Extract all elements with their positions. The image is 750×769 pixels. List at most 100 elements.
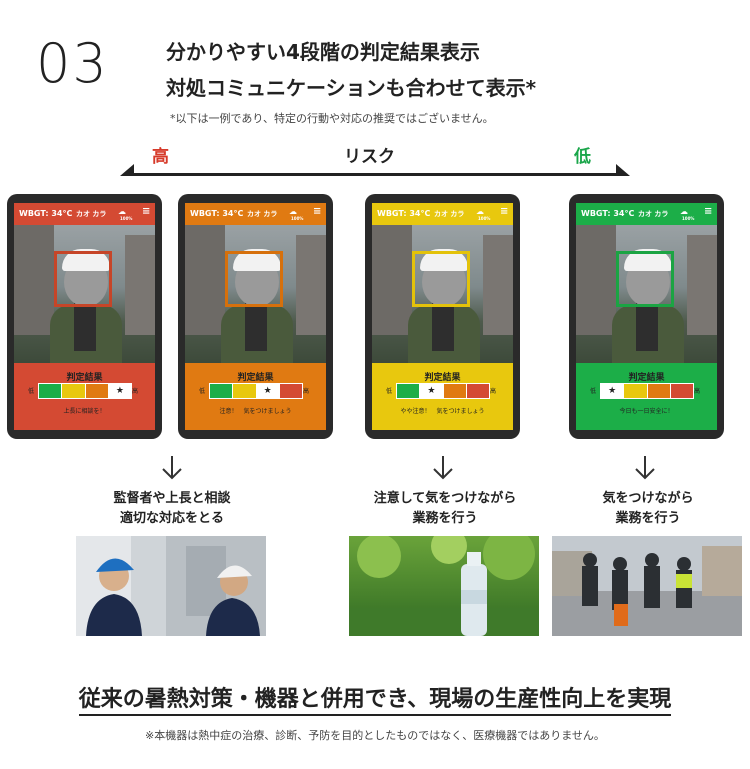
heading-line2: 対処コミュニケーションも合わせて表示* — [166, 76, 537, 100]
camera-view — [185, 225, 326, 365]
example-note: *以下は一例であり、特定の行動や対応の推奨ではございません。 — [170, 112, 494, 125]
meter-segment — [279, 384, 302, 398]
face-detection-box — [412, 251, 470, 307]
arrow-down-icon — [162, 456, 182, 480]
photo-field-workers — [552, 536, 742, 636]
result-message: 今日も一日安全に！ — [619, 408, 674, 415]
meter-segment: ★ — [108, 384, 131, 398]
menu-icon[interactable]: ≡ — [313, 206, 322, 217]
action-caption-medium: 注意して気をつけながら業務を行う — [373, 491, 517, 526]
result-title: 判定結果 — [424, 373, 461, 383]
app-logo: カオ カラ — [76, 210, 107, 218]
meter-high-label: 高 — [132, 388, 139, 395]
camera-view — [14, 225, 155, 365]
risk-meter: ★ — [209, 383, 303, 399]
meter-marker-icon: ★ — [420, 384, 443, 398]
result-title: 判定結果 — [66, 373, 103, 383]
battery-level: 100% — [478, 216, 491, 221]
result-title: 判定結果 — [628, 373, 665, 383]
meter-segment: ★ — [420, 384, 444, 398]
wbgt-readout: WBGT: 34°C — [19, 209, 73, 218]
meter-marker-icon: ★ — [108, 384, 131, 398]
meter-segment — [466, 384, 489, 398]
wbgt-readout: WBGT: 34°C — [581, 209, 635, 218]
face-detection-box — [54, 251, 112, 307]
medical-disclaimer: ※本機器は熱中症の治療、診断、予防を目的としたものではなく、医療機器ではありませ… — [145, 729, 605, 742]
meter-segment — [443, 384, 467, 398]
risk-meter: ★ — [396, 383, 490, 399]
risk-low-label: 低 — [574, 147, 591, 167]
meter-segment — [397, 384, 421, 398]
camera-view — [372, 225, 513, 365]
risk-meter: ★ — [38, 383, 132, 399]
meter-segment — [62, 384, 86, 398]
cloud-icon: ☁ — [476, 207, 484, 216]
menu-icon[interactable]: ≡ — [500, 206, 509, 217]
menu-icon[interactable]: ≡ — [704, 206, 713, 217]
arrow-down-icon — [433, 456, 453, 480]
result-title: 判定結果 — [237, 373, 274, 383]
action-caption-low: 気をつけながら業務を行う — [602, 491, 694, 526]
risk-label: リスク — [344, 147, 395, 167]
meter-low-label: 低 — [386, 388, 393, 395]
arrow-down-icon — [635, 456, 655, 480]
face-detection-box — [616, 251, 674, 307]
meter-marker-icon: ★ — [601, 384, 624, 398]
wbgt-readout: WBGT: 34°C — [190, 209, 244, 218]
face-detection-box — [225, 251, 283, 307]
cloud-icon: ☁ — [118, 207, 126, 216]
meter-segment — [624, 384, 648, 398]
result-panel: 判定結果低★高注意！ 気をつけましょう — [185, 363, 326, 430]
app-logo: カオ カラ — [434, 210, 465, 218]
wbgt-readout: WBGT: 34°C — [377, 209, 431, 218]
meter-segment — [39, 384, 63, 398]
result-message: やや注意！ 気をつけましょう — [400, 408, 485, 415]
app-logo: カオ カラ — [638, 210, 669, 218]
meter-segment — [85, 384, 109, 398]
result-message: 上長に相談を！ — [63, 408, 106, 415]
battery-level: 100% — [120, 216, 133, 221]
meter-segment — [647, 384, 671, 398]
camera-view — [576, 225, 717, 365]
result-panel: 判定結果低 ★高上長に相談を！ — [14, 363, 155, 430]
meter-marker-icon: ★ — [256, 384, 279, 398]
menu-icon[interactable]: ≡ — [142, 206, 151, 217]
meter-low-label: 低 — [28, 388, 35, 395]
result-panel: 判定結果低★高やや注意！ 気をつけましょう — [372, 363, 513, 430]
meter-segment: ★ — [256, 384, 280, 398]
risk-meter: ★ — [600, 383, 694, 399]
bottom-title: 従来の暑熱対策・機器と併用でき、現場の生産性向上を実現 — [0, 681, 750, 716]
meter-high-label: 高 — [303, 388, 310, 395]
meter-segment — [233, 384, 257, 398]
app-logo: カオ カラ — [247, 210, 278, 218]
meter-segment — [670, 384, 693, 398]
action-caption-high: 監督者や上長と相談適切な対応をとる — [113, 491, 231, 526]
meter-low-label: 低 — [590, 388, 597, 395]
cloud-icon: ☁ — [680, 207, 688, 216]
meter-segment: ★ — [601, 384, 625, 398]
cloud-icon: ☁ — [289, 207, 297, 216]
battery-level: 100% — [291, 216, 304, 221]
photo-water-bottle — [349, 536, 539, 636]
risk-scale-bar — [120, 164, 630, 176]
heading-line1: 分かりやすい4段階の判定結果表示 — [166, 40, 480, 64]
meter-low-label: 低 — [199, 388, 206, 395]
risk-high-label: 高 — [152, 147, 169, 167]
result-panel: 判定結果低 ★ 高今日も一日安全に！ — [576, 363, 717, 430]
battery-level: 100% — [682, 216, 695, 221]
meter-segment — [210, 384, 234, 398]
meter-high-label: 高 — [694, 388, 701, 395]
section-number: 03 — [36, 32, 109, 95]
